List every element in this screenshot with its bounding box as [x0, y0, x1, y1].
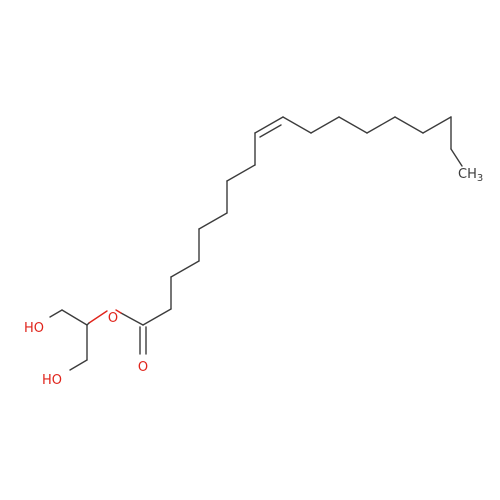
- chain-bond: [198, 212, 228, 230]
- ester-oxygen-label: O: [108, 311, 118, 326]
- ch3-label: CH3: [458, 167, 483, 184]
- chain-bond: [282, 116, 312, 134]
- ester-bond: [115, 309, 122, 314]
- chain-bond: [450, 148, 463, 167]
- chain-bond: [226, 164, 256, 182]
- chain-bond: [422, 116, 452, 134]
- chain-bond: [142, 308, 172, 326]
- carbonyl-oxygen-label: O: [138, 360, 148, 375]
- chain-bond: [366, 116, 396, 134]
- glycerol-bond: [61, 309, 88, 326]
- chain-bond: [394, 116, 424, 134]
- ester-bond: [88, 310, 108, 324]
- ester-bond: [120, 312, 144, 326]
- hydroxyl-top-label: HO: [24, 321, 44, 336]
- hydroxyl-bottom-label: HO: [42, 373, 62, 388]
- chain-bond: [310, 116, 340, 134]
- glycerol-bond: [69, 359, 88, 371]
- glycerol-bond: [49, 309, 63, 318]
- double-bond-inner-line: [259, 124, 282, 138]
- chain-bond: [338, 116, 368, 134]
- bonds: [49, 116, 463, 371]
- chain-bond: [170, 260, 200, 278]
- chain-bond: [254, 116, 284, 134]
